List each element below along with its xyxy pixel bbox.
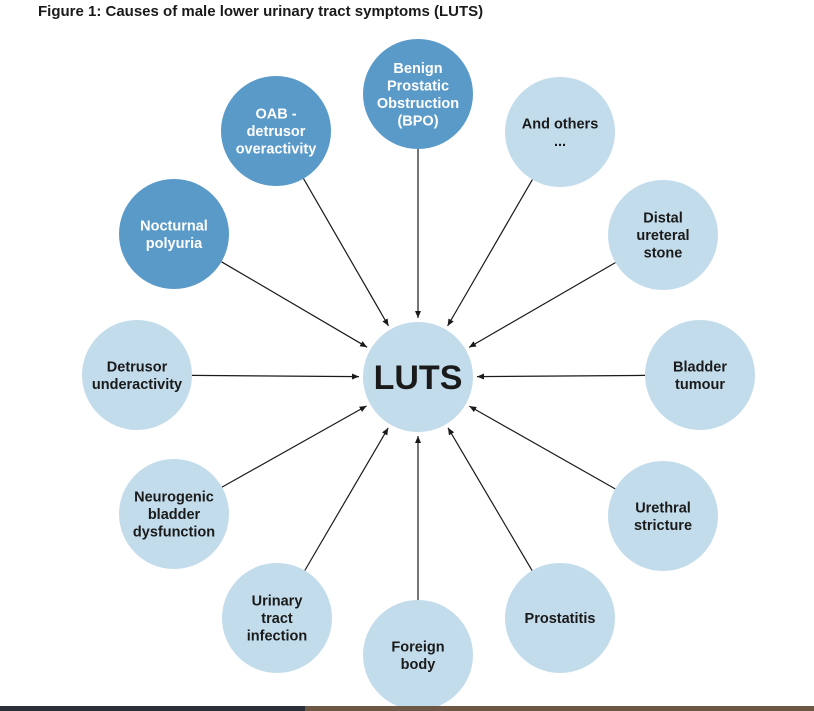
node-label-line: Distal: [643, 211, 683, 227]
arrow-prostatitis-to-luts: [447, 427, 533, 571]
node-label-line: polyuria: [146, 236, 203, 252]
center-node: LUTS: [363, 322, 473, 432]
node-label-line: Prostatitis: [525, 611, 596, 627]
node-bladder-tumour: Bladder tumour: [645, 320, 755, 430]
node-label-line: body: [401, 657, 436, 673]
node-label-line: underactivity: [92, 377, 182, 393]
node-circle: [222, 563, 332, 673]
node-label-line: ureteral: [636, 228, 689, 244]
node-detrusor-underactivity: Detrusor underactivity: [82, 320, 192, 430]
arrow-urethral-stricture-to-luts: [469, 405, 616, 490]
node-label-line: And others: [522, 116, 599, 132]
node-nocturnal-polyuria: Nocturnal polyuria: [119, 179, 229, 289]
center-label: LUTS: [374, 359, 463, 397]
node-label-line: Urethral: [635, 500, 691, 516]
node-circle: [505, 77, 615, 187]
node-label-line: overactivity: [236, 142, 317, 158]
center-circle: [363, 322, 473, 432]
node-circle: [645, 320, 755, 430]
node-label-line: Urinary: [252, 594, 303, 610]
node-label-line: detrusor: [247, 124, 306, 140]
node-label-line: Nocturnal: [140, 218, 208, 234]
arrow-distal-ureteral-stone-to-luts: [468, 262, 616, 348]
node-circle: [363, 39, 473, 149]
node-label-line: (BPO): [397, 113, 438, 129]
node-label-line: Detrusor: [107, 359, 168, 375]
arrow-neurogenic-bladder-dysfunction-to-luts: [221, 405, 367, 488]
node-label-line: Foreign: [391, 639, 444, 655]
node-foreign-body: Foreign body: [363, 600, 473, 710]
node-label-line: OAB -: [255, 107, 296, 123]
node-circle: [82, 320, 192, 430]
node-circle: [119, 459, 229, 569]
node-oab-detrusor-overactivity: OAB -detrusor overactivity: [221, 76, 331, 186]
node-label-line: bladder: [148, 507, 201, 523]
node-label-line: infection: [247, 629, 307, 645]
node-label-line: dysfunction: [133, 525, 215, 541]
node-circle: [608, 180, 718, 290]
node-label-line: stone: [644, 246, 683, 262]
figure-title: Figure 1: Causes of male lower urinary t…: [38, 3, 484, 20]
bottom-photo-strip: [0, 706, 814, 711]
node-label-line: Benign: [393, 61, 442, 77]
arrow-urinary-tract-infection-to-luts: [304, 427, 389, 571]
arrow-detrusor-underactivity-to-luts: [191, 373, 360, 380]
node-label-line: tumour: [675, 377, 725, 393]
node-urethral-stricture: Urethral stricture: [608, 461, 718, 571]
node-circle: [119, 179, 229, 289]
node-label-line: stricture: [634, 518, 692, 534]
node-circle: [363, 600, 473, 710]
node-label-line: Bladder: [673, 359, 727, 375]
node-circle: [505, 563, 615, 673]
node-label-line: Neurogenic: [134, 490, 214, 506]
arrow-and-others-to-luts: [447, 179, 533, 327]
node-prostatitis: Prostatitis: [505, 563, 615, 673]
node-circle: [221, 76, 331, 186]
node-label-line: tract: [261, 611, 293, 627]
node-and-others: And others...: [505, 77, 615, 187]
node-circle: [608, 461, 718, 571]
node-label-line: Prostatic: [387, 78, 449, 94]
arrow-nocturnal-polyuria-to-luts: [221, 261, 368, 348]
arrow-bladder-tumour-to-luts: [476, 373, 646, 380]
node-label-line: Obstruction: [377, 96, 459, 112]
arrow-oab-detrusor-overactivity-to-luts: [302, 178, 390, 327]
node-label-line: ...: [554, 134, 566, 150]
arrows-layer: [191, 149, 646, 600]
